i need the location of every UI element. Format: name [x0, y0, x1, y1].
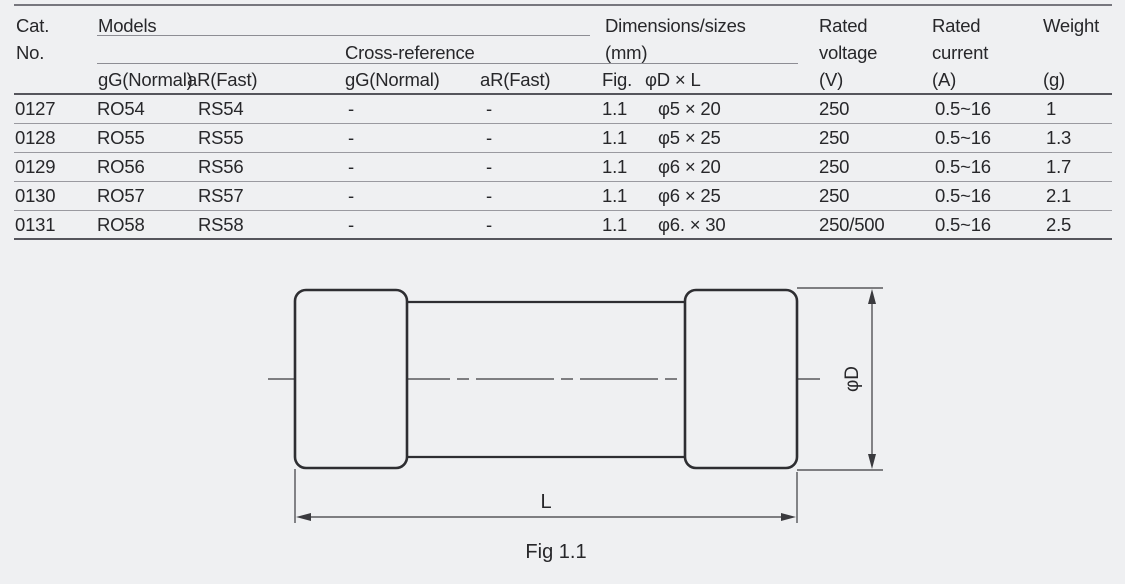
col-rated-voltage-line1: Rated	[819, 15, 868, 36]
spec-table: Cat. No. Models Cross-reference Dimensio…	[14, 4, 1112, 240]
fuse-drawing: φD L Fig 1.1	[268, 287, 883, 563]
cell-current: 0.5~16	[935, 127, 991, 148]
cell-weight: 1.3	[1046, 127, 1072, 148]
cell-voltage: 250	[819, 156, 850, 177]
table-row: 0127 RO54 RS54 - - 1.1 φ5 × 20 250 0.5~1…	[14, 95, 1112, 124]
right-end-cap	[683, 288, 799, 470]
cell-current: 0.5~16	[935, 156, 991, 177]
cell-cat: 0127	[15, 98, 56, 119]
col-rated-voltage-line3: (V)	[819, 69, 844, 90]
subcol-xref-ar-fast: aR(Fast)	[480, 69, 551, 90]
subgroup-rule	[97, 63, 798, 64]
col-cat-line2: No.	[16, 42, 45, 63]
models-group-rule	[97, 35, 590, 36]
cell-current: 0.5~16	[935, 98, 991, 119]
cell-ar: RS58	[198, 214, 244, 235]
col-rated-current-line3: (A)	[932, 69, 957, 90]
cell-cat: 0128	[15, 127, 56, 148]
cell-xref-gg: -	[348, 185, 354, 206]
cell-ar: RS57	[198, 185, 244, 206]
col-dimensions-line1: Dimensions/sizes	[605, 15, 746, 36]
subcol-d-x-l: φD × L	[645, 69, 701, 90]
table-row: 0130 RO57 RS57 - - 1.1 φ6 × 25 250 0.5~1…	[14, 182, 1112, 211]
col-rated-voltage-line2: voltage	[819, 42, 878, 63]
table-row: 0131 RO58 RS58 - - 1.1 φ6. × 30 250/500 …	[14, 211, 1112, 240]
left-end-cap	[293, 288, 409, 470]
cell-voltage: 250/500	[819, 214, 885, 235]
col-weight-line2: (g)	[1043, 69, 1066, 90]
col-rated-current-line1: Rated	[932, 15, 981, 36]
subcol-xref-gg-normal: gG(Normal)	[345, 69, 440, 90]
cell-xref-ar: -	[486, 127, 492, 148]
diameter-arrow-top	[868, 289, 876, 304]
cell-fig: 1.1	[602, 185, 628, 206]
cell-current: 0.5~16	[935, 185, 991, 206]
cell-xref-gg: -	[348, 127, 354, 148]
cell-fig: 1.1	[602, 214, 628, 235]
cell-weight: 2.5	[1046, 214, 1072, 235]
col-dimensions-line2: (mm)	[605, 42, 648, 63]
cell-weight: 2.1	[1046, 185, 1072, 206]
col-models: Models	[98, 15, 157, 36]
cell-gg: RO55	[97, 127, 145, 148]
cell-xref-gg: -	[348, 156, 354, 177]
cell-cat: 0131	[15, 214, 56, 235]
table-row: 0128 RO55 RS55 - - 1.1 φ5 × 25 250 0.5~1…	[14, 124, 1112, 153]
cell-voltage: 250	[819, 98, 850, 119]
cell-xref-gg: -	[348, 98, 354, 119]
cell-ar: RS55	[198, 127, 244, 148]
diameter-arrow-bottom	[868, 454, 876, 469]
cell-fig: 1.1	[602, 98, 628, 119]
cell-ar: RS56	[198, 156, 244, 177]
cell-xref-ar: -	[486, 185, 492, 206]
cell-fig: 1.1	[602, 127, 628, 148]
diameter-label: φD	[842, 366, 863, 392]
cell-dxl: φ6 × 25	[658, 185, 721, 206]
spec-table-header: Cat. No. Models Cross-reference Dimensio…	[14, 6, 1112, 95]
table-row: 0129 RO56 RS56 - - 1.1 φ6 × 20 250 0.5~1…	[14, 153, 1112, 182]
cell-current: 0.5~16	[935, 214, 991, 235]
cell-weight: 1.7	[1046, 156, 1072, 177]
fuse-figure: φD L Fig 1.1	[0, 250, 1125, 579]
cell-gg: RO54	[97, 98, 145, 119]
length-arrow-right	[781, 513, 796, 521]
cell-gg: RO58	[97, 214, 145, 235]
cell-dxl: φ6. × 30	[658, 214, 726, 235]
cell-ar: RS54	[198, 98, 244, 119]
cell-weight: 1	[1046, 98, 1057, 119]
col-weight-line1: Weight	[1043, 15, 1100, 36]
cell-dxl: φ5 × 25	[658, 127, 721, 148]
cell-cat: 0129	[15, 156, 56, 177]
cell-xref-gg: -	[348, 214, 354, 235]
figure-caption: Fig 1.1	[525, 541, 586, 563]
subcol-gg-normal: gG(Normal)	[98, 69, 193, 90]
cell-xref-ar: -	[486, 214, 492, 235]
subcol-fig: Fig.	[602, 69, 633, 90]
cell-voltage: 250	[819, 127, 850, 148]
col-cross-reference: Cross-reference	[345, 42, 475, 63]
cell-gg: RO56	[97, 156, 145, 177]
col-cat-line1: Cat.	[16, 15, 50, 36]
length-label: L	[540, 491, 551, 513]
length-arrow-left	[296, 513, 311, 521]
cell-cat: 0130	[15, 185, 56, 206]
cell-xref-ar: -	[486, 156, 492, 177]
col-rated-current-line2: current	[932, 42, 989, 63]
cell-dxl: φ5 × 20	[658, 98, 721, 119]
subcol-ar-fast: aR(Fast)	[187, 69, 258, 90]
cell-gg: RO57	[97, 185, 145, 206]
cell-dxl: φ6 × 20	[658, 156, 721, 177]
cell-fig: 1.1	[602, 156, 628, 177]
cell-xref-ar: -	[486, 98, 492, 119]
cell-voltage: 250	[819, 185, 850, 206]
